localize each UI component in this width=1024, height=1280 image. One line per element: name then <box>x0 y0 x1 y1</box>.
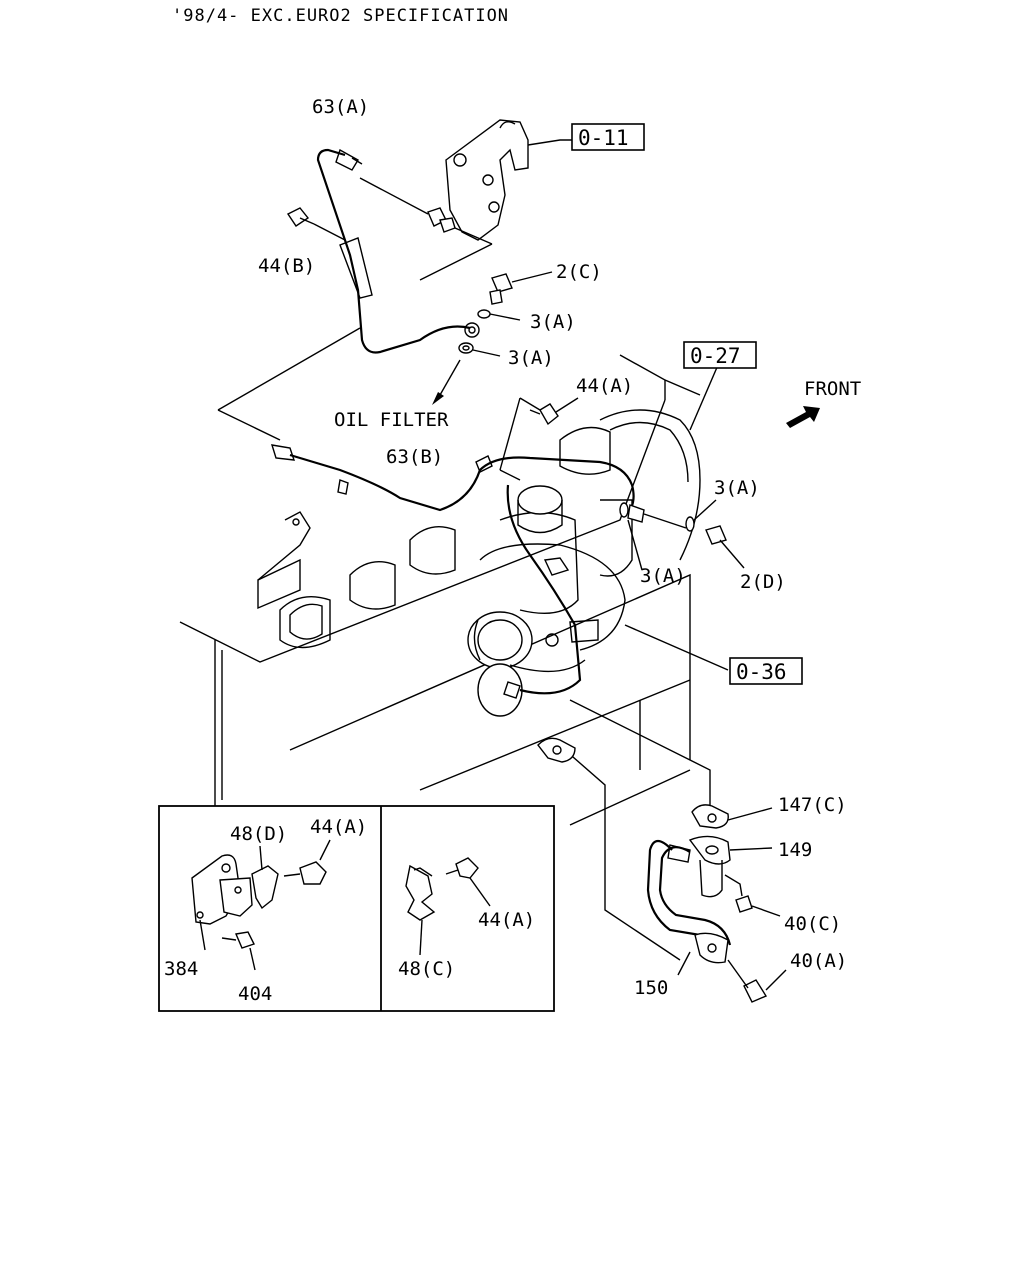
inset-callout-404: 404 <box>238 983 272 1005</box>
callout-40c: 40(C) <box>784 913 841 935</box>
leader-027 <box>689 364 719 431</box>
inset-left-parts <box>191 839 331 971</box>
ref-box-0-36-label: 0-36 <box>736 660 787 684</box>
inset-callout-48d: 48(D) <box>230 823 287 845</box>
inset-callout-44a-right: 44(A) <box>478 909 535 931</box>
leader-lines <box>217 243 541 481</box>
callout-63a: 63(A) <box>312 96 369 118</box>
washer-3a-far-right <box>685 499 717 532</box>
bolt-44b <box>286 207 346 241</box>
callout-40a: 40(A) <box>790 950 847 972</box>
callout-2d: 2(D) <box>740 571 786 593</box>
callout-44a-main: 44(A) <box>576 375 633 397</box>
oil-filter-label: OIL FILTER <box>334 409 449 431</box>
union-bolt-2d <box>705 525 745 569</box>
bolt-44a-main <box>529 397 579 426</box>
front-label: FRONT <box>804 378 861 400</box>
callout-147c: 147(C) <box>778 794 847 816</box>
mounting-bracket <box>445 119 572 241</box>
washer-3a-right <box>619 502 643 571</box>
washer-3a-upper <box>477 309 521 321</box>
callout-3a-4: 3(A) <box>640 565 686 587</box>
ref-box-0-27-label: 0-27 <box>690 344 741 368</box>
inset-callout-48c: 48(C) <box>398 958 455 980</box>
inset-callout-384: 384 <box>164 958 198 980</box>
callout-3a-3: 3(A) <box>714 477 760 499</box>
inset-right-parts <box>405 857 491 956</box>
washer-3a-lower <box>458 342 501 357</box>
oil-pipe-63a <box>316 148 480 354</box>
oil-return-pipe <box>537 699 787 1003</box>
ref-box-0-27[interactable]: 0-27 <box>683 341 757 369</box>
union-bolt-2c <box>489 271 553 305</box>
callout-3a-2: 3(A) <box>508 347 554 369</box>
inset-detail-box: 48(D) 44(A) 384 404 44(A) 48(C) <box>158 805 555 1012</box>
inset-callout-44a-left: 44(A) <box>310 816 367 838</box>
front-arrow-icon <box>786 406 820 428</box>
engine-block <box>179 354 701 826</box>
callout-2c: 2(C) <box>556 261 602 283</box>
callout-149: 149 <box>778 839 812 861</box>
callout-44b: 44(B) <box>258 255 315 277</box>
turbocharger <box>467 484 633 717</box>
fitting-upper-bracket <box>359 177 493 245</box>
callout-150: 150 <box>634 977 668 999</box>
oil-pipe-63b <box>270 444 635 512</box>
fitting-right-elbow <box>627 504 687 529</box>
front-direction: FRONT <box>786 378 861 428</box>
callout-63b: 63(B) <box>386 446 443 468</box>
leader-036 <box>624 624 729 671</box>
ref-box-0-11-label: 0-11 <box>578 126 629 150</box>
ref-box-0-11[interactable]: 0-11 <box>571 123 645 151</box>
header-title: '98/4- EXC.EURO2 SPECIFICATION <box>172 6 509 26</box>
ref-box-0-36[interactable]: 0-36 <box>729 657 803 685</box>
callout-3a-1: 3(A) <box>530 311 576 333</box>
